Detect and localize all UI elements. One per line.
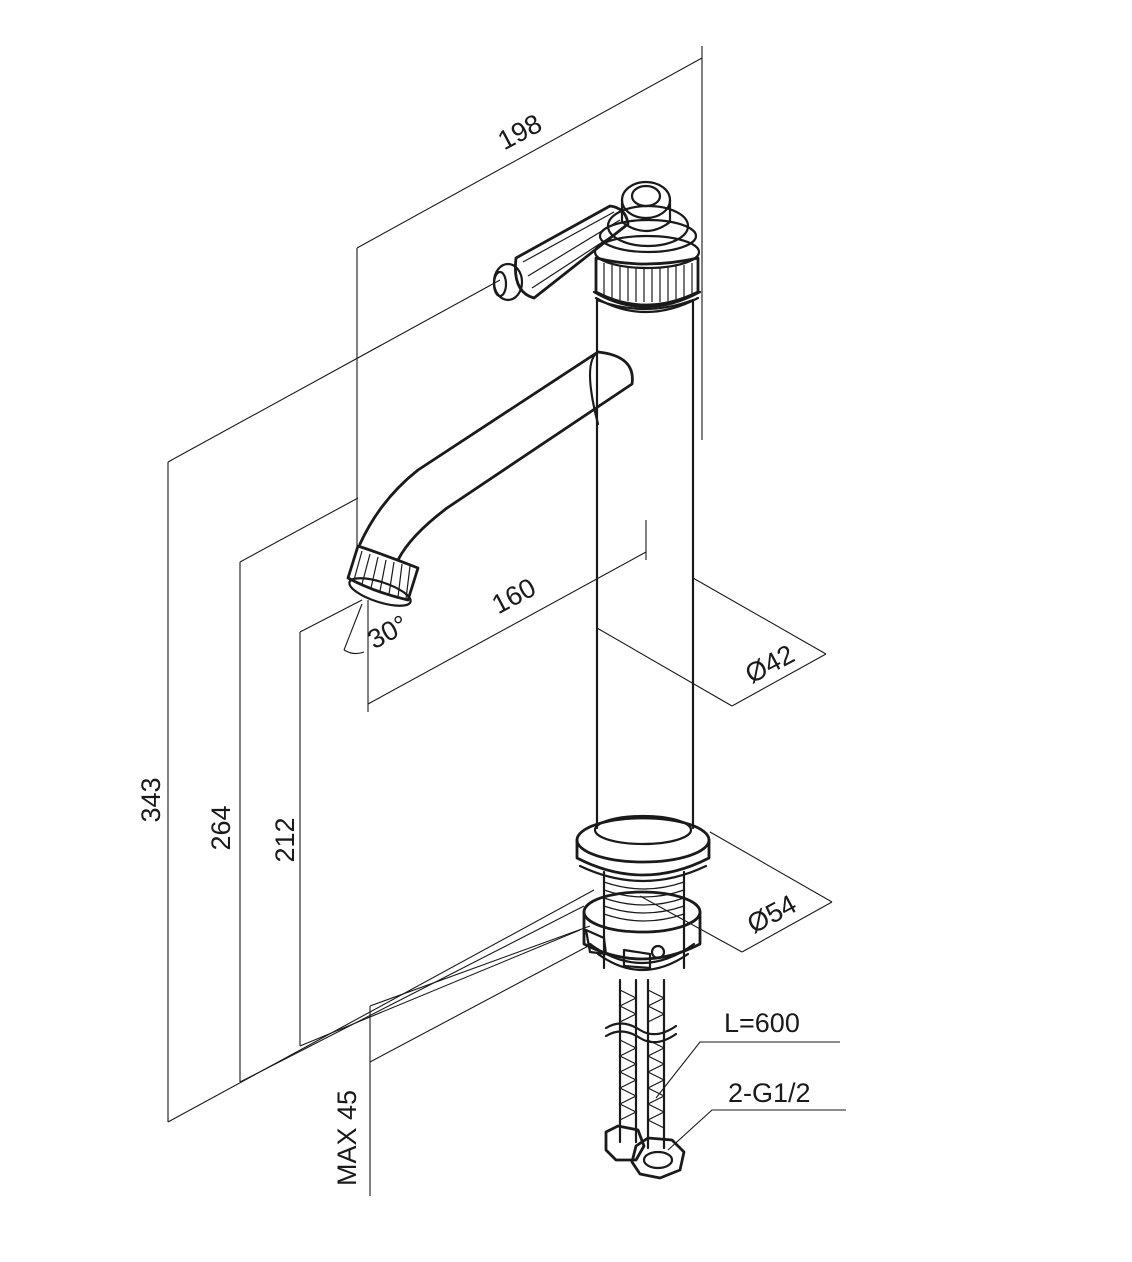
faucet-body — [595, 298, 695, 830]
fixing-nut — [582, 890, 702, 971]
dim-label-30-degrees: 30° — [363, 609, 413, 655]
dim-label-198: 198 — [493, 108, 547, 156]
knurled-head-collar — [592, 204, 702, 313]
label-hose-length: L=600 — [724, 1008, 800, 1038]
hose-end-nuts — [604, 1124, 686, 1180]
label-hose-thread: 2-G1/2 — [728, 1078, 811, 1108]
flexible-hoses — [604, 978, 678, 1150]
dim-label-max-45: MAX 45 — [332, 1090, 362, 1186]
dim-label-264: 264 — [206, 805, 236, 850]
aerator — [346, 544, 420, 607]
dim-label-160: 160 — [487, 572, 541, 620]
dim-label-diameter-42: Ø42 — [740, 639, 799, 689]
dimension-lines — [167, 46, 846, 1196]
dim-label-343: 343 — [136, 777, 166, 822]
lever-handle — [492, 180, 672, 302]
base-flange — [575, 814, 711, 883]
dim-label-212: 212 — [270, 817, 300, 862]
spout — [358, 350, 634, 562]
dimension-labels: 198 343 264 212 160 30° Ø42 Ø54 MAX 45 L… — [136, 108, 811, 1186]
dim-label-diameter-54: Ø54 — [742, 889, 801, 939]
